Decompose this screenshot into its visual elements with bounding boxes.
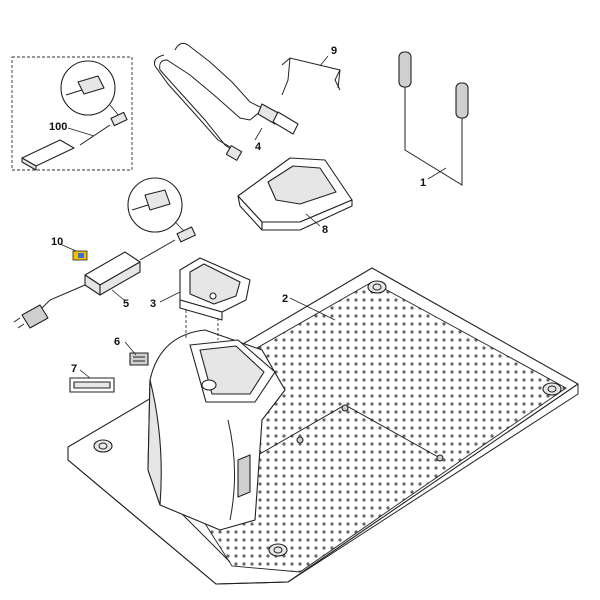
power-supply (13, 177, 196, 329)
screw-hole-icon (268, 543, 288, 557)
small-label (129, 352, 149, 366)
callout-3: 3 (150, 298, 156, 310)
callout-9: 9 (331, 45, 337, 57)
usb-icon (257, 103, 299, 135)
callout-6: 6 (114, 336, 120, 348)
callout-leaders (59, 55, 447, 379)
power-plug-icon (13, 304, 49, 329)
connector-icon (225, 145, 243, 161)
docking-station-housing (147, 329, 286, 531)
screw-hole-icon (93, 439, 113, 453)
release-tool (398, 51, 469, 186)
diamond-label-icon (72, 250, 88, 261)
cover (237, 157, 353, 231)
callout-100: 100 (49, 121, 67, 133)
connector-icon (65, 75, 105, 96)
callout-4: 4 (255, 141, 262, 153)
callout-2: 2 (282, 293, 288, 305)
callout-8: 8 (322, 224, 328, 236)
callout-7: 7 (71, 363, 77, 375)
base-plate (67, 267, 579, 585)
callout-10: 10 (51, 236, 63, 248)
screw-hole-icon (367, 280, 387, 294)
callout-5: 5 (123, 298, 129, 310)
long-label (69, 377, 115, 393)
display-frame (179, 257, 251, 321)
usb-cable (153, 42, 299, 161)
callout-1: 1 (420, 177, 426, 189)
screw-hole-icon (542, 382, 562, 396)
detail-box-100 (11, 56, 133, 171)
bracket (281, 57, 341, 96)
connector-icon (131, 189, 171, 211)
